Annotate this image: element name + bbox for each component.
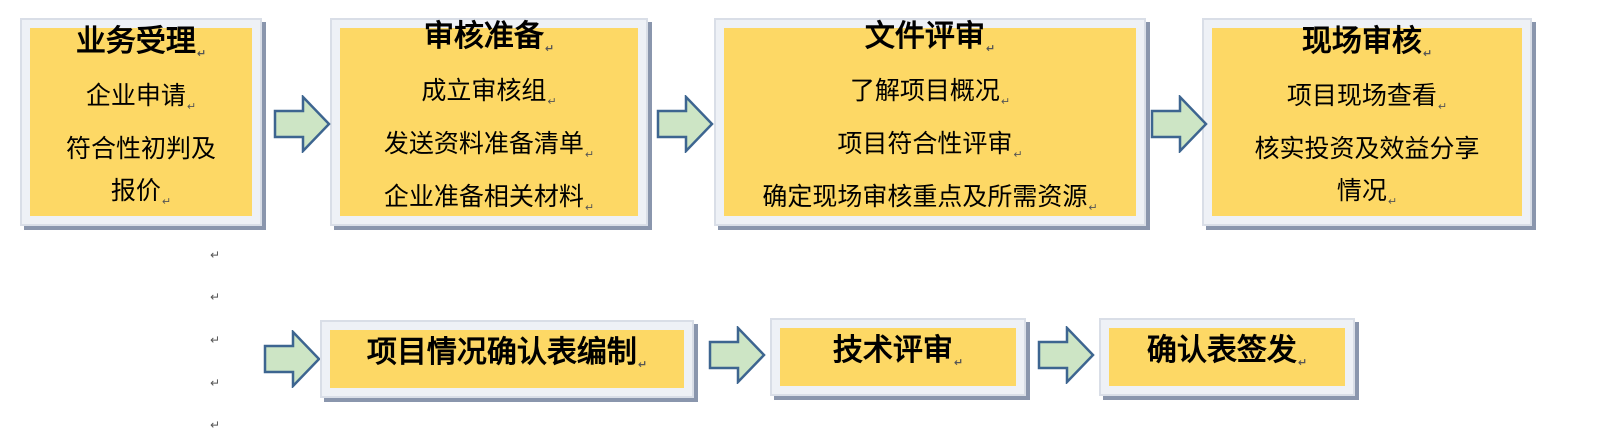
step-box-fill: 现场审核↵ 项目现场查看↵ 核实投资及效益分享 情况↵ bbox=[1212, 24, 1522, 216]
step-line: 了解项目概况 bbox=[849, 75, 1000, 105]
step-title: 确认表签发 bbox=[1146, 333, 1297, 368]
right-arrow-icon bbox=[1037, 326, 1095, 384]
right-arrow-icon bbox=[273, 95, 331, 153]
step-box-6: 技术评审↵ bbox=[770, 318, 1026, 396]
step-line: 项目现场查看 bbox=[1286, 81, 1437, 110]
step-line: 核实投资及效益分享 bbox=[1254, 134, 1480, 163]
paragraph-mark-icon: ↵ bbox=[1387, 195, 1398, 208]
paragraph-mark-icon: ↵ bbox=[1013, 147, 1023, 161]
step-line: 符合性初判及 bbox=[65, 134, 216, 163]
step-box-fill: 文件评审↵ 了解项目概况↵ 项目符合性评审↵ 确定现场审核重点及所需资源↵ bbox=[724, 19, 1136, 216]
step-title: 现场审核 bbox=[1301, 24, 1422, 59]
right-arrow-icon bbox=[708, 326, 766, 384]
step-box-fill: 项目情况确认表编制↵ bbox=[330, 330, 684, 388]
step-line: 企业准备相关材料 bbox=[383, 181, 584, 211]
step-line: 成立审核组 bbox=[421, 75, 547, 105]
step-title: 项目情况确认表编制 bbox=[366, 335, 637, 370]
arrow-shape bbox=[1037, 326, 1095, 384]
step-box-3: 文件评审↵ 了解项目概况↵ 项目符合性评审↵ 确定现场审核重点及所需资源↵ bbox=[714, 18, 1146, 226]
arrow-shape bbox=[263, 330, 321, 388]
step-title: 文件评审 bbox=[864, 18, 985, 54]
paragraph-mark-icon: ↵ bbox=[1422, 47, 1433, 60]
paragraph-mark-icon: ↵ bbox=[210, 418, 221, 432]
paragraph-mark-icon: ↵ bbox=[1437, 100, 1448, 113]
step-title: 技术评审 bbox=[832, 333, 953, 368]
step-box-fill: 技术评审↵ bbox=[780, 328, 1016, 386]
paragraph-mark-icon: ↵ bbox=[584, 200, 595, 214]
step-title: 业务受理 bbox=[75, 24, 196, 59]
paragraph-mark-icon: ↵ bbox=[186, 100, 197, 113]
step-line: 确定现场审核重点及所需资源 bbox=[762, 181, 1088, 211]
right-arrow-icon bbox=[263, 330, 321, 388]
arrow-shape bbox=[656, 95, 714, 153]
step-line: 发送资料准备清单 bbox=[383, 128, 584, 158]
arrow-shape bbox=[708, 326, 766, 384]
paragraph-mark-icon: ↵ bbox=[210, 248, 221, 262]
paragraph-mark-icon: ↵ bbox=[196, 47, 207, 60]
step-line: 企业申请 bbox=[85, 81, 186, 110]
step-box-7: 确认表签发↵ bbox=[1099, 318, 1355, 396]
right-arrow-icon bbox=[656, 95, 714, 153]
paragraph-mark-icon: ↵ bbox=[953, 356, 964, 369]
step-line: 报价 bbox=[110, 176, 161, 205]
step-box-fill: 确认表签发↵ bbox=[1109, 328, 1345, 386]
step-box-2: 审核准备↵ 成立审核组↵ 发送资料准备清单↵ 企业准备相关材料↵ bbox=[330, 18, 648, 226]
right-arrow-icon bbox=[1150, 95, 1208, 153]
arrow-shape bbox=[273, 95, 331, 153]
step-box-1: 业务受理↵ 企业申请↵ 符合性初判及 报价↵ bbox=[20, 18, 262, 226]
step-line: 情况 bbox=[1336, 176, 1387, 205]
paragraph-mark-icon: ↵ bbox=[1297, 356, 1308, 369]
step-box-5: 项目情况确认表编制↵ bbox=[320, 320, 694, 398]
step-box-fill: 审核准备↵ 成立审核组↵ 发送资料准备清单↵ 企业准备相关材料↵ bbox=[340, 19, 638, 216]
paragraph-mark-icon: ↵ bbox=[637, 358, 648, 371]
arrow-shape bbox=[1150, 95, 1208, 153]
step-box-fill: 业务受理↵ 企业申请↵ 符合性初判及 报价↵ bbox=[30, 24, 252, 216]
paragraph-mark-icon: ↵ bbox=[584, 147, 595, 161]
step-title: 审核准备 bbox=[423, 18, 544, 54]
paragraph-mark-icon: ↵ bbox=[210, 333, 221, 347]
paragraph-mark-icon: ↵ bbox=[210, 290, 221, 304]
step-box-4: 现场审核↵ 项目现场查看↵ 核实投资及效益分享 情况↵ bbox=[1202, 18, 1532, 226]
paragraph-mark-icon: ↵ bbox=[547, 94, 557, 108]
paragraph-mark-icon: ↵ bbox=[985, 41, 996, 55]
paragraph-mark-icon: ↵ bbox=[161, 195, 172, 208]
paragraph-mark-icon: ↵ bbox=[544, 41, 555, 55]
paragraph-mark-icon: ↵ bbox=[210, 376, 221, 390]
paragraph-mark-icon: ↵ bbox=[1088, 200, 1098, 214]
step-line: 项目符合性评审 bbox=[837, 128, 1013, 158]
paragraph-mark-icon: ↵ bbox=[1000, 94, 1011, 108]
